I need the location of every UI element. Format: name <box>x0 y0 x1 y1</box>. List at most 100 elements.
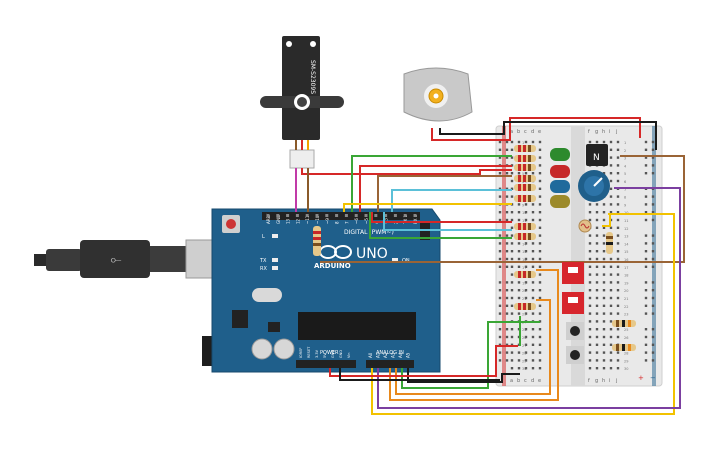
breadboard-hole[interactable] <box>531 343 535 346</box>
breadboard-hole[interactable] <box>510 359 514 362</box>
breadboard-hole[interactable] <box>538 296 542 300</box>
digital-pin-hole[interactable] <box>335 214 339 217</box>
breadboard-hole[interactable] <box>595 312 599 315</box>
breadboard-hole[interactable] <box>602 265 606 268</box>
breadboard-hole[interactable] <box>602 281 606 284</box>
breadboard-hole[interactable] <box>538 242 542 245</box>
digital-pin-hole[interactable] <box>364 214 368 217</box>
breadboard-hole[interactable] <box>616 289 620 292</box>
breadboard-hole[interactable] <box>602 211 606 214</box>
breadboard-hole[interactable] <box>538 195 542 198</box>
breadboard-hole[interactable] <box>510 187 514 190</box>
breadboard-hole[interactable] <box>538 359 542 362</box>
breadboard-hole[interactable] <box>510 234 514 237</box>
rail-hole[interactable] <box>644 234 648 237</box>
breadboard-hole[interactable] <box>588 343 592 346</box>
breadboard-hole[interactable] <box>609 257 613 261</box>
breadboard-hole[interactable] <box>616 281 620 284</box>
breadboard-hole[interactable] <box>609 172 613 175</box>
breadboard-hole[interactable] <box>517 203 521 206</box>
breadboard-hole[interactable] <box>602 320 606 323</box>
breadboard-hole[interactable] <box>510 195 514 198</box>
breadboard-hole[interactable] <box>602 335 606 339</box>
breadboard-hole[interactable] <box>510 367 514 370</box>
rail-hole[interactable] <box>498 172 502 175</box>
breadboard-hole[interactable] <box>538 211 542 214</box>
rail-hole[interactable] <box>644 328 648 331</box>
rail-hole[interactable] <box>505 304 509 307</box>
breadboard-hole[interactable] <box>616 218 620 222</box>
breadboard-hole[interactable] <box>616 179 620 183</box>
breadboard-hole[interactable] <box>510 226 514 229</box>
breadboard-hole[interactable] <box>510 328 514 331</box>
breadboard-hole[interactable] <box>602 367 606 370</box>
rail-hole[interactable] <box>505 265 509 268</box>
breadboard-hole[interactable] <box>602 218 606 222</box>
rail-hole[interactable] <box>505 281 509 284</box>
breadboard-hole[interactable] <box>588 312 592 315</box>
breadboard-hole[interactable] <box>588 320 592 323</box>
rail-hole[interactable] <box>498 335 502 339</box>
rail-hole[interactable] <box>651 265 655 268</box>
rail-hole[interactable] <box>498 195 502 198</box>
breadboard-hole[interactable] <box>595 250 599 253</box>
breadboard-hole[interactable] <box>524 281 528 284</box>
breadboard-hole[interactable] <box>524 211 528 214</box>
digital-pin-hole[interactable] <box>305 214 309 217</box>
rail-hole[interactable] <box>505 187 509 190</box>
breadboard-hole[interactable] <box>602 203 606 206</box>
rail-hole[interactable] <box>505 359 509 362</box>
breadboard-hole[interactable] <box>595 304 599 307</box>
rail-hole[interactable] <box>498 211 502 214</box>
breadboard-hole[interactable] <box>538 164 542 167</box>
digital-pin-hole[interactable] <box>344 214 348 217</box>
breadboard-hole[interactable] <box>609 320 613 323</box>
rail-hole[interactable] <box>498 304 502 307</box>
rail-hole[interactable] <box>651 250 655 253</box>
breadboard-hole[interactable] <box>524 343 528 346</box>
breadboard-hole[interactable] <box>616 226 620 229</box>
rail-hole[interactable] <box>505 289 509 292</box>
rail-hole[interactable] <box>644 164 648 167</box>
rail-hole[interactable] <box>644 265 648 268</box>
breadboard-hole[interactable] <box>616 312 620 315</box>
rail-hole[interactable] <box>505 250 509 253</box>
breadboard-hole[interactable] <box>595 343 599 346</box>
breadboard-hole[interactable] <box>609 195 613 198</box>
breadboard-hole[interactable] <box>595 234 599 237</box>
breadboard-hole[interactable] <box>616 172 620 175</box>
breadboard-hole[interactable] <box>595 242 599 245</box>
breadboard-hole[interactable] <box>517 265 521 268</box>
breadboard-hole[interactable] <box>510 312 514 315</box>
breadboard-hole[interactable] <box>524 242 528 245</box>
rail-hole[interactable] <box>498 148 502 151</box>
breadboard-hole[interactable] <box>588 273 592 276</box>
breadboard-hole[interactable] <box>588 250 592 253</box>
breadboard-hole[interactable] <box>595 296 599 300</box>
breadboard-hole[interactable] <box>602 351 606 354</box>
breadboard-hole[interactable] <box>609 351 613 354</box>
breadboard-hole[interactable] <box>531 289 535 292</box>
breadboard-hole[interactable] <box>616 250 620 253</box>
breadboard-hole[interactable] <box>517 140 521 144</box>
breadboard-hole[interactable] <box>531 359 535 362</box>
rail-hole[interactable] <box>651 328 655 331</box>
breadboard-hole[interactable] <box>517 257 521 261</box>
breadboard-hole[interactable] <box>588 242 592 245</box>
breadboard-hole[interactable] <box>588 335 592 339</box>
breadboard-hole[interactable] <box>517 172 521 175</box>
rail-hole[interactable] <box>651 234 655 237</box>
dip-switch-2[interactable] <box>562 292 584 314</box>
breadboard-hole[interactable] <box>510 351 514 354</box>
breadboard-hole[interactable] <box>538 367 542 370</box>
breadboard-hole[interactable] <box>609 226 613 229</box>
breadboard-hole[interactable] <box>531 257 535 261</box>
breadboard-hole[interactable] <box>517 250 521 253</box>
breadboard-hole[interactable] <box>616 351 620 354</box>
breadboard-hole[interactable] <box>602 273 606 276</box>
breadboard-hole[interactable] <box>616 265 620 268</box>
rail-hole[interactable] <box>651 304 655 307</box>
breadboard-hole[interactable] <box>595 226 599 229</box>
breadboard-hole[interactable] <box>538 328 542 331</box>
breadboard-hole[interactable] <box>588 296 592 300</box>
